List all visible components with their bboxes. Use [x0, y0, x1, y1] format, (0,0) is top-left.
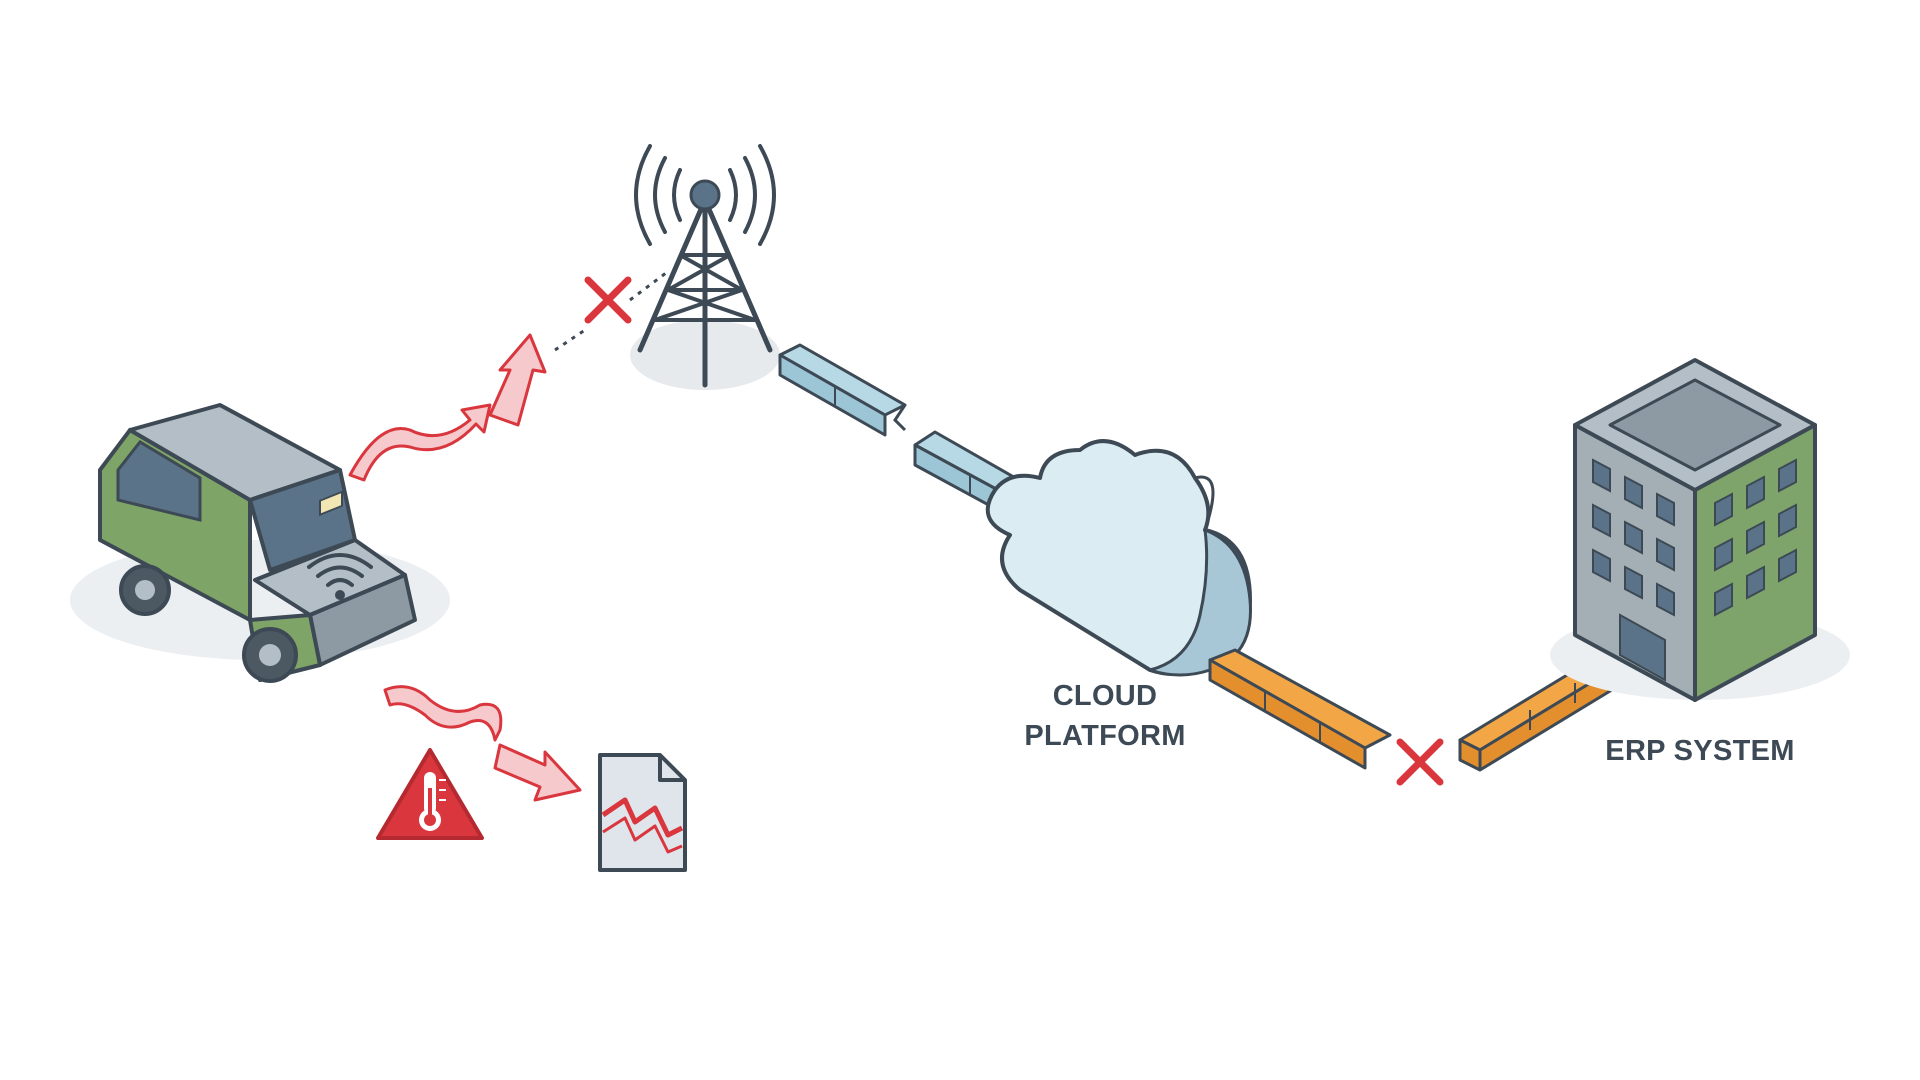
warning-thermometer-icon [376, 748, 484, 840]
car-front-hub [259, 644, 281, 666]
erp-system-label: ERP SYSTEM [1605, 735, 1794, 767]
corrupted-document-icon [598, 753, 687, 872]
cell-tower-icon [630, 144, 780, 390]
cross-mark-icon [1396, 738, 1444, 786]
cloud-platform-label-line1: CLOUD [1053, 680, 1158, 712]
cloud-icon [985, 439, 1252, 677]
signal-arrow-to-document [383, 685, 582, 802]
wifi-icon [307, 553, 373, 600]
car-headlight-left [319, 490, 343, 517]
cross-mark-icon [584, 276, 632, 324]
cloud-platform-label-line2: PLATFORM [1024, 720, 1185, 752]
car-side-window [116, 440, 202, 522]
office-building-icon [1550, 358, 1850, 702]
car-rear-hub [135, 580, 155, 600]
signal-arrow-to-tower [348, 268, 671, 482]
vehicle [70, 403, 450, 683]
